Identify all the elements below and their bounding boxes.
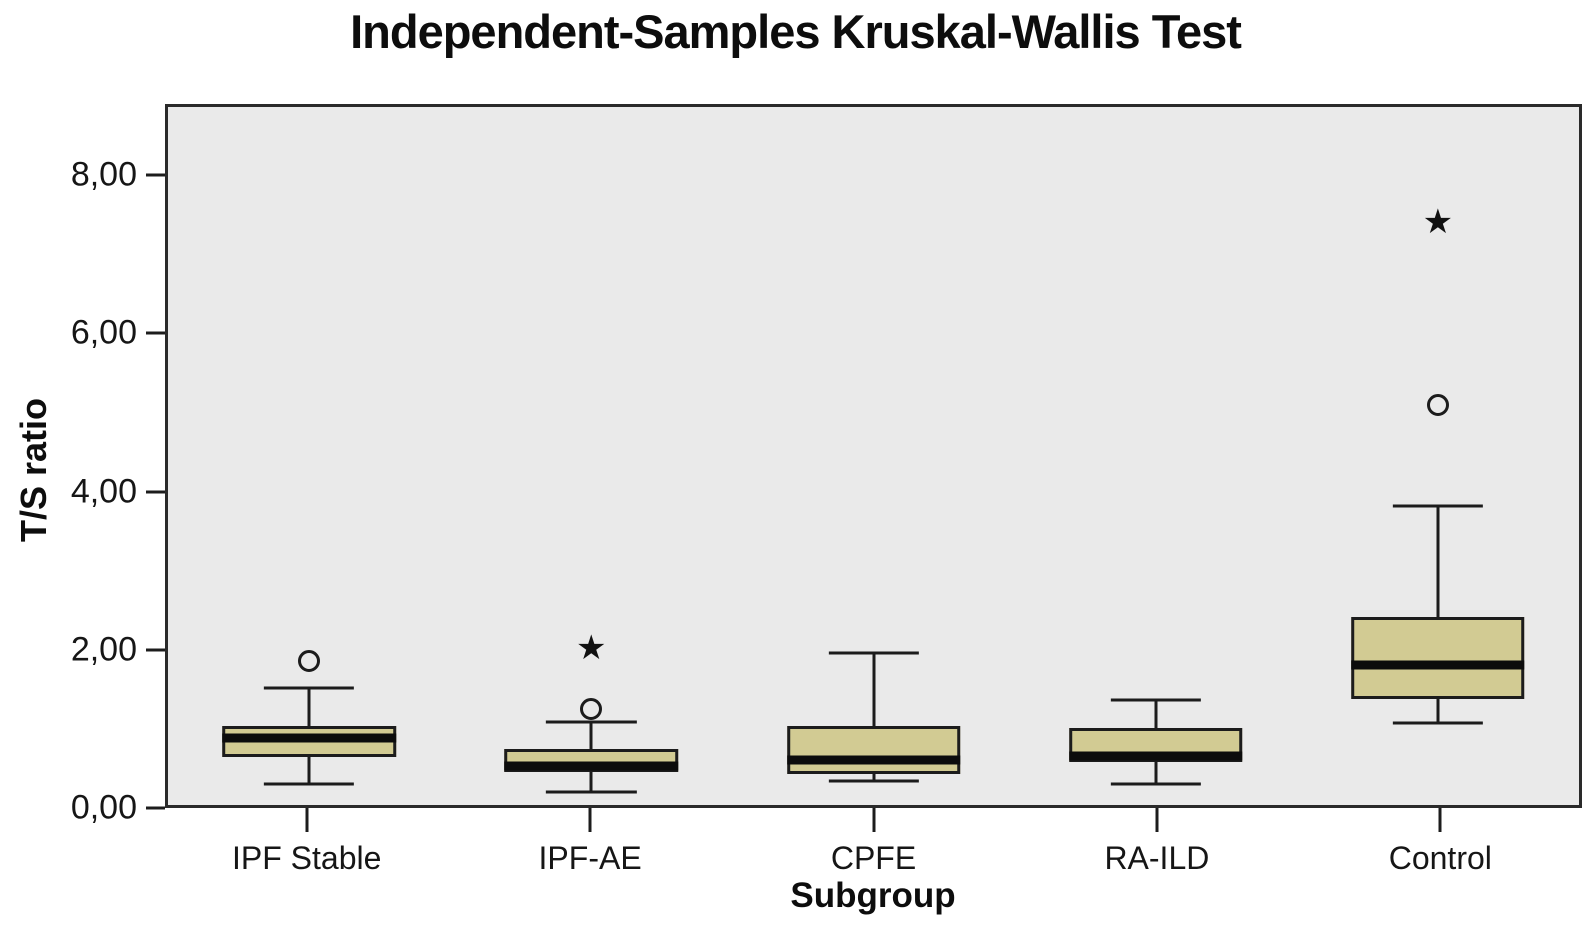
y-tick-mark [146, 490, 165, 494]
whisker-cap-upper-ra-ild [1110, 698, 1201, 702]
y-tick-label: 8,00 [70, 155, 137, 194]
y-tick-mark [146, 648, 165, 652]
chart-title: Independent-Samples Kruskal-Wallis Test [350, 5, 1242, 58]
whisker-cap-lower-ipf-stable [263, 782, 355, 786]
outlier-circle-control [1426, 394, 1449, 417]
y-tick-mark [146, 806, 165, 810]
x-tick-mark-control [1438, 808, 1442, 832]
whisker-upper-control [1436, 506, 1440, 617]
whisker-lower-ra-ild [1154, 761, 1158, 784]
whisker-cap-upper-ipf-ae [546, 720, 637, 724]
y-tick-label: 6,00 [70, 313, 137, 352]
y-tick-label: 2,00 [70, 630, 137, 669]
whisker-cap-upper-control [1392, 504, 1484, 508]
median-cpfe [786, 755, 961, 764]
x-tick-mark-ipf-ae [588, 808, 592, 832]
x-category-label-ipf-stable: IPF Stable [231, 840, 382, 876]
x-category-label-control: Control [1388, 840, 1492, 876]
y-tick-label: 0,00 [70, 788, 137, 827]
median-ipf-stable [222, 733, 396, 743]
plot-area: ★★ [165, 104, 1582, 808]
whisker-lower-cpfe [872, 774, 875, 782]
x-tick-mark-ra-ild [1155, 808, 1159, 832]
outlier-star-ipf-ae: ★ [576, 629, 607, 668]
x-axis-title: Subgroup [790, 876, 956, 915]
median-ipf-ae [504, 761, 679, 771]
y-axis-layer: 0,00 2,00 4,00 6,00 8,00 [0, 104, 165, 827]
whisker-lower-ipf-stable [307, 757, 311, 784]
y-tick-label: 4,00 [70, 472, 137, 511]
x-category-label-ra-ild: RA-ILD [1104, 840, 1210, 876]
whisker-upper-cpfe [872, 652, 875, 726]
whisker-cap-upper-cpfe [828, 651, 919, 655]
whisker-cap-lower-control [1392, 721, 1484, 725]
whisker-upper-ra-ild [1154, 699, 1158, 729]
y-tick-mark [146, 331, 165, 335]
x-category-label-cpfe: CPFE [830, 840, 917, 876]
whisker-upper-ipf-stable [307, 688, 311, 726]
whisker-cap-lower-cpfe [828, 779, 919, 783]
x-tick-mark-cpfe [872, 808, 875, 832]
y-tick-mark [146, 173, 165, 177]
whisker-cap-upper-ipf-stable [263, 686, 355, 690]
whisker-upper-ipf-ae [589, 721, 593, 750]
median-ra-ild [1068, 751, 1243, 761]
outlier-star-control: ★ [1422, 203, 1454, 242]
outlier-circle-ipf-stable [298, 650, 321, 673]
whisker-cap-lower-ra-ild [1110, 782, 1201, 786]
box-control [1351, 616, 1525, 700]
whisker-lower-control [1436, 699, 1440, 724]
x-tick-mark-ipf-stable [305, 808, 309, 832]
outlier-circle-ipf-ae [580, 698, 603, 721]
median-control [1351, 660, 1525, 670]
x-axis-layer: IPF Stable IPF-AE CPFE RA-ILD Control [165, 808, 1582, 908]
x-category-label-ipf-ae: IPF-AE [538, 840, 642, 876]
whisker-lower-ipf-ae [589, 772, 593, 792]
box-cpfe [786, 725, 961, 775]
whisker-cap-lower-ipf-ae [546, 790, 637, 794]
